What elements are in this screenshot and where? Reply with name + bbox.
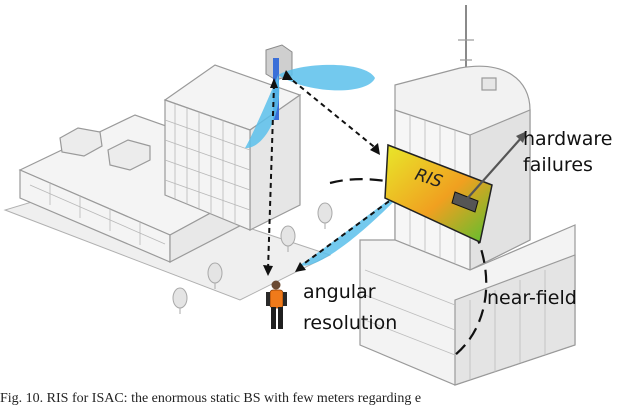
hardware-label-line2: failures <box>523 154 593 176</box>
figure-caption: Fig. 10. RIS for ISAC: the enormous stat… <box>0 391 422 406</box>
angular-label: angular resolution <box>303 281 397 334</box>
failure-arrow-line <box>465 136 523 201</box>
ris-panel <box>384 143 493 244</box>
left-building <box>18 64 302 263</box>
failure-arrow-head <box>516 131 527 143</box>
trees <box>172 202 333 314</box>
near-field-label: near-field <box>487 287 577 309</box>
dashed-links <box>267 74 419 271</box>
ris-failed-element <box>451 191 479 213</box>
worker-figure <box>266 280 287 329</box>
hardware-label: hardware failures <box>523 128 613 176</box>
angular-label-line1: angular <box>303 281 376 303</box>
angular-label-line2: resolution <box>303 312 398 334</box>
hardware-label-line1: hardware <box>523 128 613 150</box>
